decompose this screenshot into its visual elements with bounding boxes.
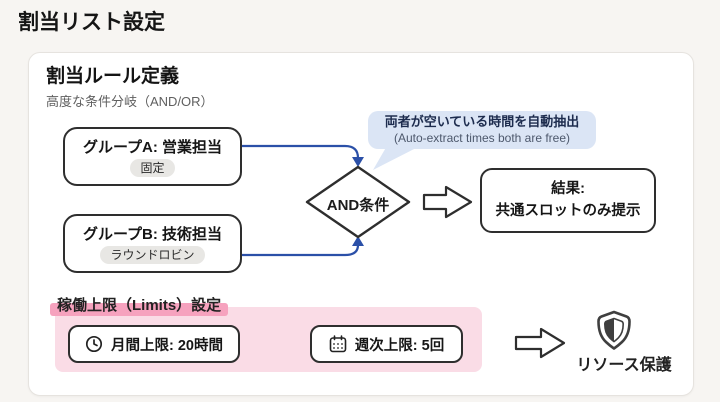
- group-a-label: グループA: 営業担当: [82, 138, 223, 156]
- tooltip-text-en: (Auto-extract times both are free): [393, 130, 571, 145]
- connector-b-arrowhead-icon: [352, 236, 364, 246]
- group-a-node: グループA: 営業担当 固定: [63, 127, 242, 186]
- shield-icon: [597, 310, 631, 350]
- connector-group-a: [242, 144, 360, 159]
- result-arrow-icon: [422, 185, 473, 219]
- group-a-badge: 固定: [130, 158, 175, 178]
- auto-extract-tooltip: 両者が空いている時間を自動抽出 (Auto-extract times both…: [368, 111, 596, 149]
- and-condition-diamond: [305, 165, 411, 239]
- weekly-limit-label: 週次上限: 5回: [354, 337, 445, 354]
- and-condition-label: AND条件: [326, 197, 390, 214]
- limits-heading: 稼働上限（Limits）設定: [50, 294, 229, 316]
- result-node: 結果: 共通スロットのみ提示: [480, 168, 656, 233]
- limits-heading-highlight: [50, 303, 229, 316]
- card-subheading: 高度な条件分岐（AND/OR）: [46, 94, 214, 109]
- page-title: 割当リスト設定: [18, 11, 165, 34]
- weekly-limit-node: 週次上限: 5回: [310, 325, 463, 363]
- group-b-node: グループB: 技術担当 ラウンドロビン: [63, 214, 242, 273]
- limits-heading-text: 稼働上限（Limits）設定: [57, 297, 222, 314]
- resource-protection-label: リソース保護: [576, 357, 672, 374]
- calendar-icon: [329, 335, 347, 353]
- card-heading: 割当ルール定義: [46, 66, 180, 87]
- result-line2: 共通スロットのみ提示: [495, 202, 641, 219]
- tooltip-tail: [373, 144, 420, 170]
- resource-protection: [594, 310, 634, 351]
- result-line1: 結果:: [551, 180, 585, 197]
- monthly-limit-node: 月間上限: 20時間: [68, 325, 240, 363]
- group-b-label: グループB: 技術担当: [82, 225, 223, 243]
- connector-group-b: [242, 244, 360, 257]
- clock-icon: [85, 335, 103, 353]
- protection-arrow-icon: [514, 327, 566, 359]
- monthly-limit-label: 月間上限: 20時間: [111, 337, 223, 354]
- tooltip-text-ja: 両者が空いている時間を自動抽出: [384, 114, 580, 129]
- group-b-badge: ラウンドロビン: [100, 245, 205, 265]
- connector-a-arrowhead-icon: [352, 157, 364, 167]
